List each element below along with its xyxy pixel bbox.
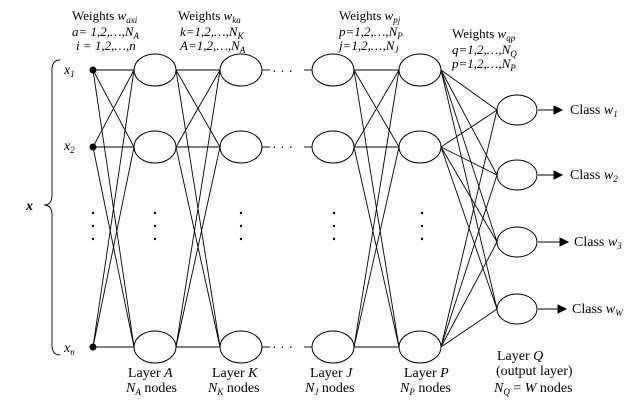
edge-p2-q0 — [440, 109, 498, 348]
svg-text:Weights wqp: Weights wqp — [452, 26, 516, 43]
edge-a2-k0 — [175, 69, 221, 348]
layer-p-node-2 — [398, 330, 442, 364]
ellipsis-row-n: · · · — [272, 341, 293, 356]
svg-text:q=1,2,…,NQ: q=1,2,…,NQ — [452, 42, 517, 59]
svg-text:NK nodes: NK nodes — [207, 381, 260, 397]
ellipsis-row-2: · · · — [272, 141, 293, 156]
layer-k-label: Layer K NK nodes — [207, 366, 260, 397]
layer-vertical-dots — [153, 211, 424, 241]
edge-a2-k1 — [175, 146, 221, 348]
edge-input-2-a1 — [92, 146, 135, 348]
layer-q-node-2 — [496, 226, 538, 258]
svg-text:j=1,2,…,NJ: j=1,2,…,NJ — [337, 38, 399, 55]
edge-j2-p1 — [353, 146, 400, 348]
layer-k-node-1 — [219, 130, 263, 164]
svg-text:NA nodes: NA nodes — [125, 381, 177, 397]
svg-text:NQ = W nodes: NQ = W nodes — [493, 381, 573, 397]
svg-text:Layer J: Layer J — [310, 366, 353, 381]
class-w3-label: Class w3 — [574, 235, 622, 251]
edge-p0-q2 — [440, 69, 498, 243]
svg-text:Weights wpj: Weights wpj — [339, 8, 401, 25]
svg-text:p=1,2,…,NP: p=1,2,…,NP — [451, 56, 516, 73]
layer-q-node-0 — [496, 94, 538, 126]
edge-j2-p0 — [353, 69, 400, 348]
svg-text:Layer A: Layer A — [128, 366, 173, 381]
edge-p2-q2 — [440, 241, 498, 348]
edge-j1-p0 — [353, 69, 400, 148]
layer-j-node-1 — [311, 130, 355, 164]
layer-q-node-3 — [496, 293, 538, 325]
edge-input-1-a0 — [92, 69, 135, 148]
input-node-xn — [89, 343, 97, 351]
layer-j-node-0 — [311, 53, 355, 87]
input-xn-label: xn — [63, 341, 75, 357]
ellipsis-row-1: · · · — [272, 65, 293, 80]
layer-a-node-0 — [133, 53, 177, 87]
input-node-x1 — [89, 66, 97, 74]
svg-text:Layer Q: Layer Q — [497, 349, 543, 364]
layer-j-node-2 — [311, 330, 355, 364]
weights-k-label: Weights wka k=1,2,…,NK A=1,2,…,NA — [178, 8, 246, 55]
layer-k-node-0 — [219, 53, 263, 87]
class-w2-label: Class w2 — [570, 168, 618, 184]
layer-q-label: Layer Q (output layer) NQ = W nodes — [493, 349, 573, 397]
input-vector-label: x — [25, 199, 33, 214]
edge-p0-q0 — [440, 69, 498, 111]
svg-text:Weights waxi: Weights waxi — [72, 8, 138, 25]
svg-text:i = 1,2,…,n: i = 1,2,…,n — [76, 38, 136, 53]
input-x1-label: x1 — [63, 63, 75, 79]
svg-text:(output layer): (output layer) — [496, 364, 573, 379]
layer-a-label: Layer A NA nodes — [125, 366, 177, 397]
input-node-x2 — [89, 143, 97, 151]
input-brace — [43, 59, 61, 356]
edge-p2-q3 — [440, 308, 498, 348]
class-w1-label: Class w1 — [570, 103, 618, 119]
layer-p-node-1 — [398, 130, 442, 164]
svg-text:a= 1,2,…,NA: a= 1,2,…,NA — [72, 24, 140, 41]
svg-text:NJ nodes: NJ nodes — [304, 381, 355, 397]
edge-p2-q1 — [440, 174, 498, 348]
svg-text:Weights wka: Weights wka — [178, 8, 241, 25]
layer-q-node-1 — [496, 159, 538, 191]
edge-p1-q0 — [440, 109, 498, 148]
weights-q-label: Weights wqp q=1,2,…,NQ p=1,2,…,NP — [451, 26, 517, 73]
class-ww-label: Class wW — [572, 302, 624, 318]
layer-j-label: Layer J NJ nodes — [304, 366, 355, 397]
layer-p-node-0 — [398, 53, 442, 87]
svg-text:p=1,2,…,NP: p=1,2,…,NP — [338, 24, 403, 41]
input-vertical-dots — [91, 211, 95, 241]
layer-a-node-1 — [133, 130, 177, 164]
connection-edges — [92, 69, 498, 348]
edge-input-2-a0 — [92, 69, 135, 348]
edge-a1-k0 — [175, 69, 221, 148]
weights-j-label: Weights wpj p=1,2,…,NP j=1,2,…,NJ — [337, 8, 403, 55]
output-arrows — [538, 105, 570, 314]
svg-text:k=1,2,…,NK: k=1,2,…,NK — [180, 24, 245, 41]
edge-p0-q3 — [440, 69, 498, 310]
layer-p-label: Layer P NP nodes — [399, 366, 451, 397]
layer-a-node-2 — [133, 330, 177, 364]
edge-p1-q2 — [440, 146, 498, 243]
weights-a-label: Weights waxi a= 1,2,…,NA i = 1,2,…,n — [72, 8, 140, 53]
input-x2-label: x2 — [63, 139, 75, 155]
edge-p1-q1 — [440, 146, 498, 176]
svg-text:Layer P: Layer P — [404, 366, 449, 381]
svg-text:Layer K: Layer K — [212, 366, 258, 381]
svg-text:A=1,2,…,NA: A=1,2,…,NA — [179, 38, 246, 55]
edge-p0-q1 — [440, 69, 498, 176]
layer-nodes — [133, 53, 538, 364]
svg-text:NP nodes: NP nodes — [399, 381, 451, 397]
layer-k-node-2 — [219, 330, 263, 364]
